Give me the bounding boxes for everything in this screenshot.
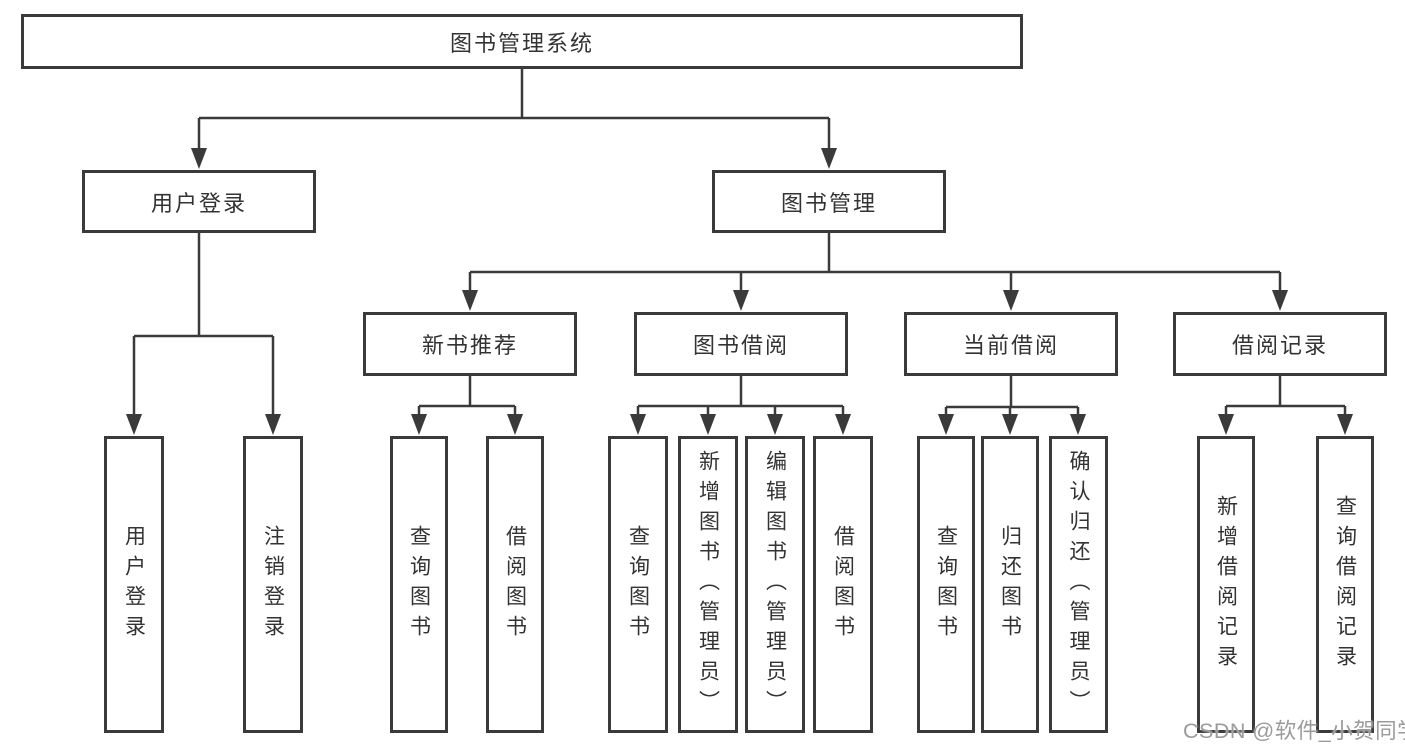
- arrow-icon: [507, 414, 523, 435]
- arrow-icon: [1218, 414, 1234, 435]
- arrow-icon: [411, 414, 427, 435]
- arrow-icon: [1272, 290, 1288, 311]
- connector-edges: [132, 69, 1347, 420]
- leaf-borrow-books-recommend: 借阅图书: [486, 436, 544, 733]
- arrow-icon: [1337, 414, 1353, 435]
- arrow-icon: [1003, 290, 1019, 311]
- arrow-icon: [191, 148, 207, 169]
- edge-borrowrecord-to-leaves: [1224, 376, 1347, 420]
- edge-bookmgmt-to-level3: [468, 233, 1282, 296]
- leaf-query-books-recommend: 查询图书: [390, 436, 448, 733]
- node-root-library-system: 图书管理系统: [21, 14, 1023, 69]
- arrow-icon: [462, 290, 478, 311]
- arrow-icon: [767, 414, 783, 435]
- node-book-management: 图书管理: [712, 170, 946, 233]
- node-book-borrow: 图书借阅: [634, 312, 848, 376]
- leaf-logout: 注销登录: [243, 436, 303, 733]
- csdn-watermark: CSDN @软件_小贺同学: [1183, 719, 1405, 743]
- arrow-icon: [630, 414, 646, 435]
- arrow-icon: [126, 414, 142, 435]
- node-new-book-recommend: 新书推荐: [363, 312, 577, 376]
- leaf-add-books-admin: 新增图书（管理员）: [678, 436, 738, 733]
- leaf-return-books: 归还图书: [981, 436, 1039, 733]
- leaf-borrow-books: 借阅图书: [813, 436, 873, 733]
- leaf-add-borrow-record: 新增借阅记录: [1197, 436, 1255, 733]
- arrow-icon: [265, 414, 281, 435]
- edge-root-to-level2: [197, 69, 831, 152]
- edge-userlogin-to-leaves: [132, 233, 275, 420]
- arrow-icon: [733, 290, 749, 311]
- leaf-query-books-current: 查询图书: [917, 436, 975, 733]
- leaf-query-books-borrow: 查询图书: [608, 436, 668, 733]
- arrow-icon: [700, 414, 716, 435]
- edge-newbook-to-leaves: [417, 376, 517, 420]
- leaf-query-borrow-record: 查询借阅记录: [1316, 436, 1374, 733]
- node-current-borrow: 当前借阅: [904, 312, 1118, 376]
- edge-currentborrow-to-leaves: [944, 376, 1080, 420]
- leaf-user-login: 用户登录: [104, 436, 164, 733]
- leaf-confirm-return-admin: 确认归还（管理员）: [1049, 436, 1108, 733]
- arrow-icon: [1070, 414, 1086, 435]
- arrow-icon: [938, 414, 954, 435]
- node-user-login: 用户登录: [82, 170, 316, 233]
- arrow-icon: [1002, 414, 1018, 435]
- arrow-icon: [821, 148, 837, 169]
- arrow-icon: [835, 414, 851, 435]
- leaf-edit-books-admin: 编辑图书（管理员）: [745, 436, 805, 733]
- arrowheads: [126, 148, 1353, 435]
- edge-bookborrow-to-leaves: [636, 376, 845, 420]
- node-borrow-records: 借阅记录: [1173, 312, 1387, 376]
